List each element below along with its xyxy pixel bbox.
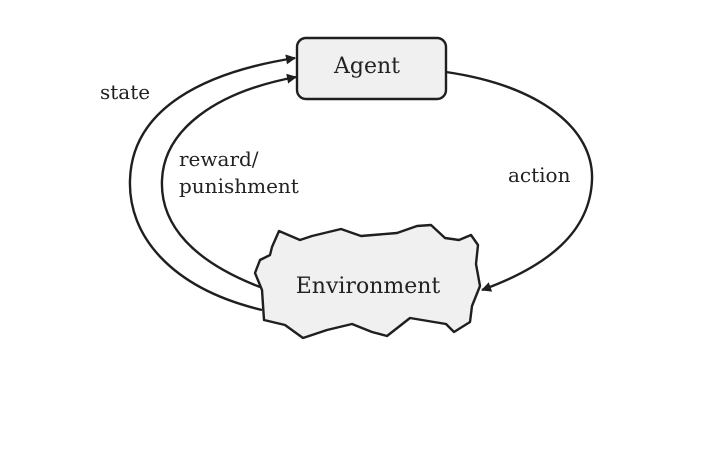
action-label: action <box>508 163 571 187</box>
reward-label-line1: reward/ <box>179 147 259 171</box>
state-arrow <box>128 54 296 312</box>
agent-label: Agent <box>333 54 400 79</box>
reward-punishment-arrow <box>160 73 297 289</box>
environment-node: Environment <box>253 223 482 340</box>
agent-node: Agent <box>295 36 448 101</box>
state-label: state <box>100 80 150 104</box>
environment-shape <box>253 223 482 340</box>
environment-label: Environment <box>296 274 441 299</box>
action-arrow <box>445 70 594 292</box>
reward-label-line2: punishment <box>179 174 299 198</box>
